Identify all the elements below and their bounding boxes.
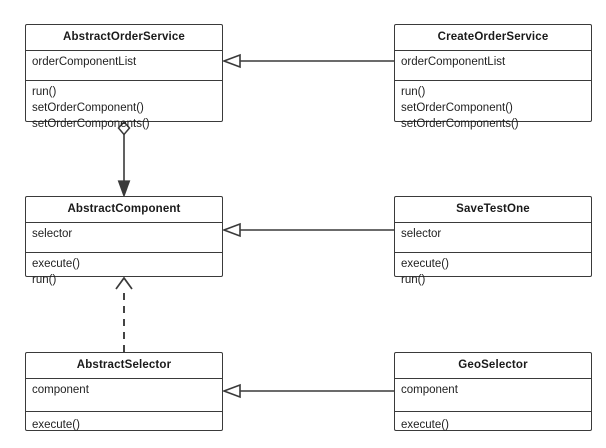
class-operation: run() <box>401 274 426 286</box>
class-attribute: component <box>32 384 89 396</box>
class-operation: run() <box>401 86 426 98</box>
class-operations-compartment: execute() <box>26 412 222 437</box>
relationship-generalization-selector <box>221 383 394 399</box>
class-title: CreateOrderService <box>395 25 591 51</box>
class-attribute: orderComponentList <box>32 56 137 68</box>
class-title: AbstractOrderService <box>26 25 222 51</box>
class-operation: setOrderComponents() <box>32 118 150 130</box>
class-attribute: orderComponentList <box>401 56 506 68</box>
class-operation: execute() <box>32 258 80 270</box>
class-operations-compartment: execute() run() <box>395 253 591 292</box>
class-box-geo-selector[interactable]: GeoSelector component execute() <box>394 352 592 431</box>
class-attributes-compartment: orderComponentList <box>26 51 222 81</box>
class-box-abstract-order-service[interactable]: AbstractOrderService orderComponentList … <box>25 24 223 130</box>
relationship-generalization-order-service <box>221 53 394 69</box>
class-operations-compartment: run() setOrderComponent() setOrderCompon… <box>395 81 591 136</box>
relationship-generalization-component <box>221 222 394 238</box>
class-attribute: component <box>401 384 458 396</box>
class-title: SaveTestOne <box>395 197 591 223</box>
class-operation: setOrderComponent() <box>401 102 513 114</box>
class-attributes-compartment: selector <box>26 223 222 253</box>
class-operations-compartment: execute() run() <box>26 253 222 292</box>
class-box-abstract-component[interactable]: AbstractComponent selector execute() run… <box>25 196 223 286</box>
class-operations-compartment: run() setOrderComponent() setOrderCompon… <box>26 81 222 136</box>
class-box-create-order-service[interactable]: CreateOrderService orderComponentList ru… <box>394 24 592 130</box>
class-title: GeoSelector <box>395 353 591 379</box>
class-attribute: selector <box>32 228 73 240</box>
class-attributes-compartment: selector <box>395 223 591 253</box>
class-attributes-compartment: component <box>395 379 591 412</box>
class-operation: run() <box>32 86 57 98</box>
class-attributes-compartment: orderComponentList <box>395 51 591 81</box>
class-operation: execute() <box>401 258 449 270</box>
class-operation: run() <box>32 274 57 286</box>
class-box-abstract-selector[interactable]: AbstractSelector component execute() <box>25 352 223 431</box>
class-operations-compartment: execute() <box>395 412 591 437</box>
class-attribute: selector <box>401 228 442 240</box>
class-operation: setOrderComponent() <box>32 102 144 114</box>
class-operation: execute() <box>401 419 449 431</box>
class-box-save-test-one[interactable]: SaveTestOne selector execute() run() <box>394 196 592 286</box>
class-attributes-compartment: component <box>26 379 222 412</box>
class-title: AbstractComponent <box>26 197 222 223</box>
class-operation: setOrderComponents() <box>401 118 519 130</box>
class-operation: execute() <box>32 419 80 431</box>
class-title: AbstractSelector <box>26 353 222 379</box>
